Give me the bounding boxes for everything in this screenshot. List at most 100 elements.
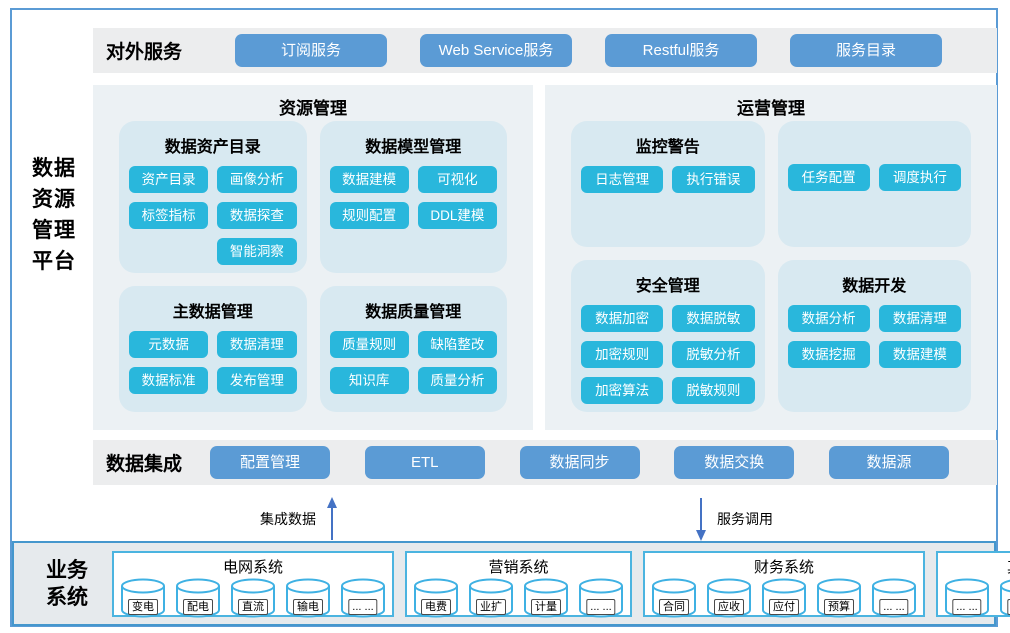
feature-chip: 脱敏规则 bbox=[672, 377, 755, 404]
service-buttons: 订阅服务 Web Service服务 Restful服务服务目录 bbox=[235, 34, 942, 67]
system-module-label: ... ... bbox=[879, 598, 909, 615]
feature-box-title: 数据质量管理 bbox=[365, 304, 462, 321]
database-cylinder: ... ... bbox=[340, 578, 386, 618]
operation-management-panel: 运营管理 监控警告 日志管理执行错误 任务配置调度执行 安全管理 数据加密数据脱… bbox=[545, 85, 997, 430]
database-cylinder: 应付 bbox=[761, 578, 807, 618]
feature-chip: 加密规则 bbox=[581, 341, 664, 368]
feature-chip: 数据清理 bbox=[878, 305, 961, 332]
feature-box-data-development: 数据开发 数据分析数据清理数据挖掘数据建模 bbox=[777, 260, 971, 412]
system-module-label: 直流 bbox=[238, 598, 268, 615]
feature-box-title: 监控警告 bbox=[635, 139, 700, 156]
feature-chips: 数据分析数据清理数据挖掘数据建模 bbox=[787, 305, 961, 368]
business-group-finance: 财务系统 合同 bbox=[643, 550, 925, 618]
feature-chip: 标签指标 bbox=[129, 202, 209, 229]
business-groups: 电网系统 变电 bbox=[112, 550, 1010, 618]
feature-chip: 元数据 bbox=[129, 331, 209, 358]
feature-chip: 执行错误 bbox=[672, 166, 755, 193]
integration-flow-label: 集成数据 bbox=[260, 511, 316, 527]
business-group-other: 其他 ... ... bbox=[936, 550, 1010, 618]
database-cylinder: 合同 bbox=[651, 578, 697, 618]
business-group-title: 财务系统 bbox=[753, 558, 814, 576]
service-call-label: 服务调用 bbox=[717, 511, 773, 527]
feature-chip: 数据建模 bbox=[878, 341, 961, 368]
cylinder-row: 合同 应收 应付 bbox=[651, 578, 917, 618]
data-integration-label: 数据集成 bbox=[106, 454, 183, 475]
up-arrow-icon bbox=[327, 497, 337, 540]
feature-chip: 数据清理 bbox=[217, 331, 297, 358]
system-module-label: ... ... bbox=[348, 598, 378, 615]
resource-panel-title: 资源管理 bbox=[279, 99, 347, 118]
feature-chip: 加密算法 bbox=[581, 377, 664, 404]
database-cylinder: 变电 bbox=[120, 578, 166, 618]
feature-chip: 数据探查 bbox=[217, 202, 297, 229]
feature-chip: 智能洞察 bbox=[217, 238, 297, 265]
feature-box-task-scheduling: 任务配置调度执行 bbox=[777, 121, 971, 247]
integration-button: 数据源 bbox=[829, 446, 949, 479]
feature-chip: 画像分析 bbox=[217, 166, 297, 193]
system-module-label: 变电 bbox=[128, 598, 158, 615]
service-button: Restful服务 bbox=[605, 34, 757, 67]
database-cylinder: 预算 bbox=[816, 578, 862, 618]
feature-chip: 数据脱敏 bbox=[672, 305, 755, 332]
database-cylinder: ... ... bbox=[944, 578, 990, 618]
feature-chip: 数据标准 bbox=[129, 367, 209, 394]
business-group-marketing: 营销系统 电费 bbox=[405, 550, 632, 618]
system-module-label: 应收 bbox=[714, 598, 744, 615]
system-module-label: ... ... bbox=[1007, 598, 1010, 615]
integration-button: 配置管理 bbox=[210, 446, 330, 479]
database-cylinder: 电费 bbox=[413, 578, 459, 618]
feature-chip: 日志管理 bbox=[581, 166, 664, 193]
feature-chips: 质量规则缺陷整改知识库质量分析 bbox=[329, 331, 497, 394]
service-call-flow: 服务调用 bbox=[694, 497, 773, 541]
feature-box-title: 数据开发 bbox=[842, 278, 907, 295]
business-systems-label: 业务 系统 bbox=[46, 558, 88, 609]
down-arrow-icon bbox=[696, 498, 706, 541]
system-module-label: 合同 bbox=[659, 598, 689, 615]
platform-title: 数据 资源 管理 平台 bbox=[32, 157, 76, 273]
feature-chip: 脱敏分析 bbox=[672, 341, 755, 368]
feature-chips: 数据加密数据脱敏加密规则脱敏分析加密算法脱敏规则 bbox=[581, 305, 755, 404]
operation-boxes: 监控警告 日志管理执行错误 任务配置调度执行 安全管理 数据加密数据脱敏加密规则… bbox=[571, 121, 971, 412]
system-module-label: 预算 bbox=[824, 598, 854, 615]
feature-box-title: 数据资产目录 bbox=[164, 139, 261, 156]
cylinder-row: 电费 业扩 计量 bbox=[413, 578, 624, 618]
resource-management-panel: 资源管理 数据资产目录 资产目录画像分析标签指标数据探查智能洞察 数据模型管理 … bbox=[93, 85, 533, 430]
feature-box-data-quality-management: 数据质量管理 质量规则缺陷整改知识库质量分析 bbox=[319, 286, 507, 412]
database-cylinder: 直流 bbox=[230, 578, 276, 618]
integration-button: 数据交换 bbox=[674, 446, 795, 479]
feature-box-security-management: 安全管理 数据加密数据脱敏加密规则脱敏分析加密算法脱敏规则 bbox=[571, 260, 765, 412]
system-module-label: 输电 bbox=[293, 598, 323, 615]
integration-button: 数据同步 bbox=[519, 446, 640, 479]
system-module-label: 应付 bbox=[769, 598, 799, 615]
feature-box-data-asset-catalog: 数据资产目录 资产目录画像分析标签指标数据探查智能洞察 bbox=[119, 121, 307, 273]
feature-chip: 缺陷整改 bbox=[417, 331, 497, 358]
feature-chips: 元数据数据清理数据标准发布管理 bbox=[129, 331, 297, 394]
feature-chip: 发布管理 bbox=[217, 367, 297, 394]
database-cylinder: 配电 bbox=[175, 578, 221, 618]
feature-chip: 资产目录 bbox=[129, 166, 209, 193]
database-cylinder: ... ... bbox=[871, 578, 917, 618]
business-systems-strip: 业务 系统 电网系统 变电 bbox=[12, 541, 1010, 626]
system-module-label: 计量 bbox=[531, 598, 561, 615]
feature-chip: 质量规则 bbox=[329, 331, 409, 358]
cylinder-row: 变电 配电 直流 bbox=[120, 578, 386, 618]
service-button: 服务目录 bbox=[790, 34, 942, 67]
feature-box-title: 主数据管理 bbox=[172, 304, 253, 321]
database-cylinder: ... ... bbox=[578, 578, 624, 618]
system-module-label: 业扩 bbox=[476, 598, 506, 615]
business-group-title: 其他 bbox=[944, 556, 1010, 577]
cylinder-row: ... ... ... ... .. bbox=[944, 578, 1010, 618]
feature-chips: 日志管理执行错误 bbox=[581, 166, 755, 193]
feature-chip: 可视化 bbox=[417, 166, 497, 193]
feature-box-title: 安全管理 bbox=[635, 278, 700, 295]
feature-chip: 规则配置 bbox=[329, 202, 409, 229]
system-module-label: 配电 bbox=[183, 598, 213, 615]
business-group-title: 营销系统 bbox=[488, 558, 549, 576]
service-button: Web Service服务 bbox=[420, 34, 572, 67]
service-button: 订阅服务 bbox=[235, 34, 387, 67]
feature-box-title bbox=[788, 133, 962, 155]
